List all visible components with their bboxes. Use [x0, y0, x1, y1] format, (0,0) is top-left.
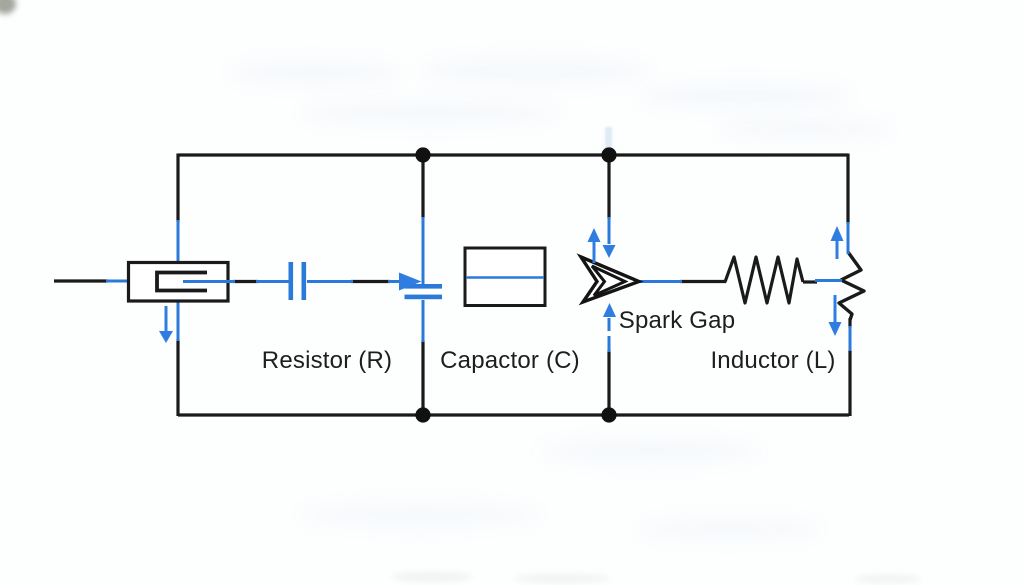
inductor-coil — [723, 255, 805, 305]
current-arrow-up-right-icon — [830, 226, 844, 259]
junction-dot — [415, 147, 431, 163]
resistor-element — [155, 270, 207, 293]
resistor-label: Resistor (R) — [261, 347, 393, 374]
capacitor-plate — [288, 262, 294, 300]
shunt-capacitor-symbol — [404, 284, 442, 300]
series-capacitor-symbol — [288, 262, 307, 300]
inductor-label: Inductor (L) — [710, 347, 836, 374]
spark-gap-inner — [590, 264, 629, 297]
background-artifact — [605, 127, 612, 153]
spark-gap-symbol — [576, 253, 644, 306]
junction-dot — [415, 407, 431, 423]
current-arrow-down-left-icon — [159, 306, 173, 343]
current-arrow-up-sparkgap-icon — [587, 228, 601, 263]
current-arrow-up-below-sparkgap-icon — [603, 303, 616, 317]
current-arrow-right-icon — [399, 272, 422, 291]
capacitor-plate — [404, 284, 442, 289]
current-arrow-down-right-icon — [828, 295, 842, 336]
capacitor-plate — [301, 262, 307, 300]
junction-dot — [601, 147, 617, 163]
current-arrow-down-sparkgap-icon — [602, 245, 616, 258]
spark-gap-label: Spark Gap — [618, 307, 736, 334]
junction-dot — [601, 407, 617, 423]
capacitor-plate — [404, 294, 442, 300]
right-rail-zigzag — [837, 251, 866, 321]
capacitor-label: Capactor (C) — [440, 347, 580, 374]
